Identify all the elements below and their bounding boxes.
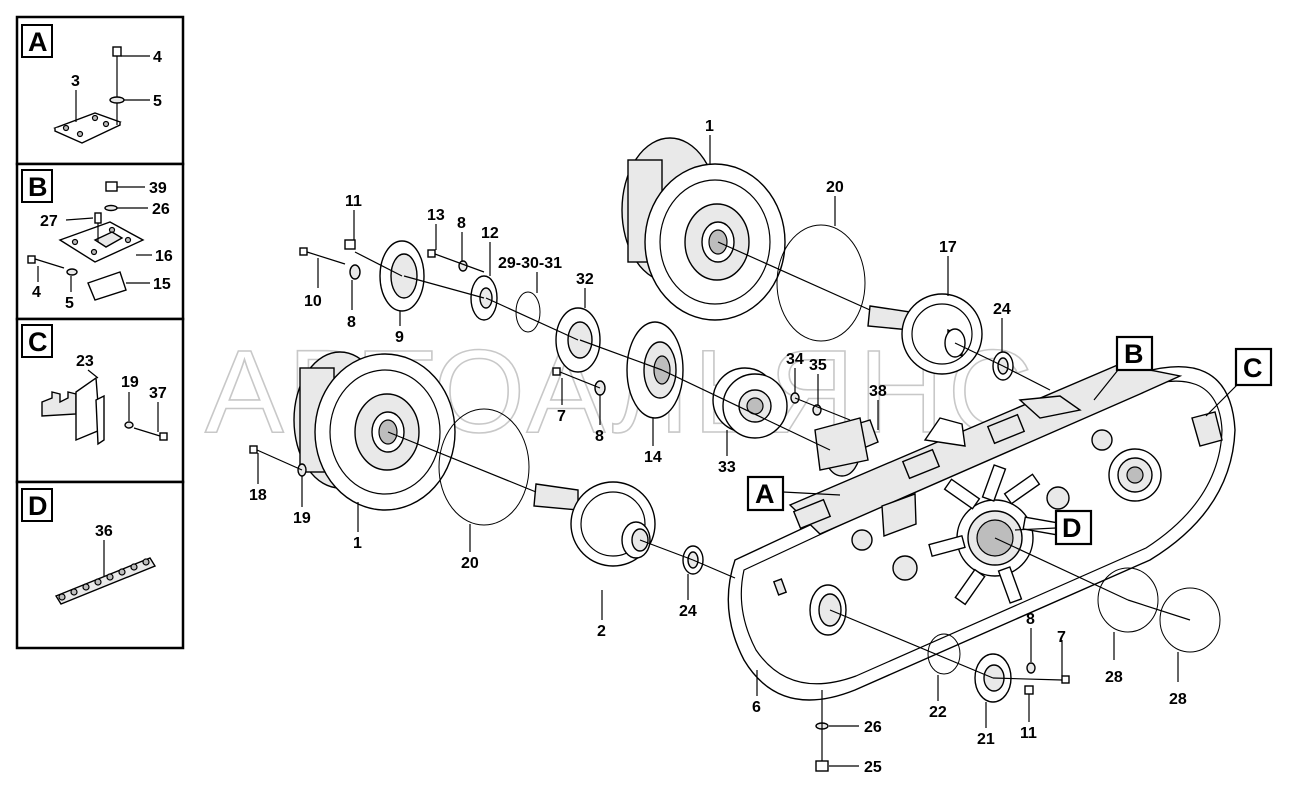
callout-label: 1 — [705, 118, 714, 135]
callout-label: 5 — [153, 93, 162, 110]
leader-lines — [256, 241, 1191, 761]
callout-label: 15 — [153, 276, 171, 293]
seal-28-a — [1097, 567, 1159, 633]
callout-label: 10 — [304, 293, 322, 310]
callout-label: 5 — [65, 295, 74, 312]
inset-b: B 39 26 27 16 4 5 15 — [15, 162, 185, 321]
callout-label: 11 — [345, 193, 362, 210]
output-hub — [1108, 448, 1162, 502]
section-marker-a: A — [746, 475, 841, 512]
travel-motor-upper — [621, 137, 786, 321]
callout-label: 34 — [786, 351, 804, 368]
svg-text:B: B — [1124, 339, 1144, 369]
inset-letter: A — [28, 27, 48, 57]
callout-label: 14 — [644, 449, 662, 466]
inset-letter: B — [28, 172, 48, 202]
roller-chain — [54, 557, 157, 605]
callout-label: 2 — [597, 623, 606, 640]
callout-label: 18 — [249, 487, 267, 504]
o-ring-lower — [438, 408, 530, 526]
section-marker-d: D — [1014, 509, 1093, 546]
callout-label: 20 — [826, 179, 844, 196]
callout-label: 35 — [809, 357, 827, 374]
callout-label: 20 — [461, 555, 479, 572]
plug — [105, 181, 118, 192]
svg-text:D: D — [1062, 513, 1082, 543]
callout-label: 19 — [293, 510, 311, 527]
o-ring-upper — [776, 224, 866, 342]
mount-lug — [923, 417, 966, 447]
inspection-cover — [881, 493, 917, 537]
drive-sprocket-17 — [867, 293, 983, 375]
svg-text:C: C — [1243, 353, 1263, 383]
callouts: 1 20 17 24 11 13 8 12 29-30-31 32 10 8 — [249, 118, 1187, 776]
callout-label: 7 — [1057, 629, 1066, 646]
callout-label: 28 — [1105, 669, 1123, 686]
hub-14 — [626, 321, 684, 419]
shaft-38 — [814, 417, 869, 471]
callout-label: 4 — [153, 49, 162, 66]
section-marker-c: C — [1205, 347, 1273, 417]
callout-label: 23 — [76, 353, 94, 370]
callout-label: 3 — [71, 73, 80, 90]
callout-label: 38 — [869, 383, 887, 400]
callout-label: 7 — [557, 408, 566, 425]
callout-label: 26 — [864, 719, 882, 736]
cover-plate — [53, 112, 122, 144]
guard-bracket — [41, 391, 77, 417]
callout-label: 39 — [149, 180, 167, 197]
callout-label: 8 — [457, 215, 466, 232]
callout-label: 9 — [395, 329, 404, 346]
callout-label: 32 — [576, 271, 594, 288]
inset-a: A 4 3 5 — [15, 15, 185, 166]
fastener-11 — [344, 239, 356, 250]
bolt — [109, 46, 125, 125]
callout-label: 6 — [752, 699, 761, 716]
travel-motor-lower — [293, 351, 456, 511]
callout-label: 19 — [121, 374, 139, 391]
callout-label: 28 — [1169, 691, 1187, 708]
section-marker-b: B — [1093, 335, 1154, 401]
callout-label: 12 — [481, 225, 499, 242]
plug-25 — [815, 760, 829, 772]
callout-label: 8 — [1026, 611, 1035, 628]
callout-label: 36 — [95, 523, 113, 540]
callout-label: 21 — [977, 731, 995, 748]
callout-label: 17 — [939, 239, 957, 256]
callout-label: 16 — [155, 248, 173, 265]
callout-label: 24 — [679, 603, 697, 620]
inset-letter: C — [28, 327, 48, 357]
callout-label: 25 — [864, 759, 882, 776]
callout-label: 13 — [427, 207, 445, 224]
inset-d: D 36 — [15, 480, 185, 650]
drive-sprocket-2 — [533, 481, 656, 567]
callout-label: 27 — [40, 213, 58, 230]
callout-label: 24 — [993, 301, 1011, 318]
callout-label: 26 — [152, 201, 170, 218]
callout-label: 29-30-31 — [498, 255, 562, 272]
gasket — [87, 271, 127, 301]
callout-label: 11 — [1020, 725, 1037, 742]
callout-label: 37 — [149, 385, 167, 402]
seal-28-b — [1159, 587, 1221, 653]
inset-letter: D — [28, 491, 48, 521]
callout-label: 1 — [353, 535, 362, 552]
callout-label: 22 — [929, 704, 947, 721]
callout-label: 8 — [595, 428, 604, 445]
callout-label: 8 — [347, 314, 356, 331]
gasket-22 — [927, 633, 961, 675]
inset-c: C 23 19 37 — [15, 317, 185, 484]
svg-text:A: A — [755, 479, 775, 509]
callout-label: 33 — [718, 459, 736, 476]
callout-label: 4 — [32, 284, 41, 301]
